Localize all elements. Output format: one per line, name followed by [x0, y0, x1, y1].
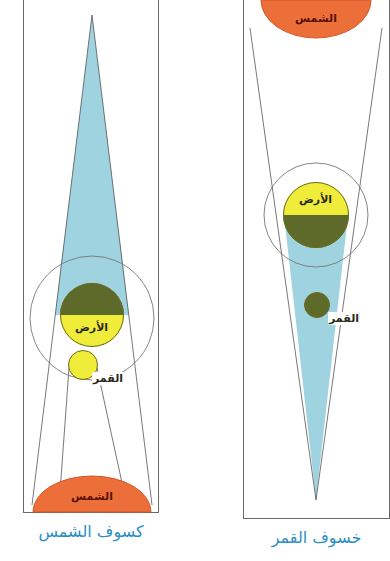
eclipse-caption: كسوف الشمس [38, 522, 143, 542]
earth-half [60, 315, 124, 347]
light-ray [97, 368, 124, 492]
sun-label: الشمس [295, 12, 337, 25]
earth-half [283, 215, 349, 248]
earth-half [283, 182, 349, 215]
sun-shape: الشمس [33, 476, 151, 512]
earth-label: الأرض [75, 321, 108, 334]
orbit-circle [264, 163, 368, 267]
sun-label: الشمس [71, 490, 113, 503]
eclipse-panel: خسوف القمرالشمسالأرضالقمر [244, 0, 389, 518]
moon-circle [304, 292, 330, 318]
earth-circle: الأرض [283, 182, 349, 248]
earth-outline [61, 284, 124, 347]
light-ray [92, 15, 152, 505]
moon-circle: القمر [304, 292, 330, 318]
earth-circle [60, 283, 124, 347]
earth-label: الأرض [299, 193, 332, 206]
eclipse-caption: خسوف القمر [272, 528, 362, 548]
moon-circle: القمر [68, 350, 98, 380]
moon-disc [305, 293, 330, 318]
earth-circle: الأرض [60, 283, 124, 347]
sun-disc [261, 0, 371, 38]
sun-shape: الشمس [261, 0, 371, 38]
eclipse-panel: كسوف الشمسالأرضالقمرالشمس [24, 0, 158, 512]
light-ray [250, 28, 316, 500]
shadow-cone [55, 15, 129, 315]
earth-outline [284, 183, 349, 248]
orbit-circle [30, 256, 154, 380]
light-ray [60, 368, 69, 492]
earth-shadow [284, 215, 348, 500]
light-ray [32, 15, 92, 505]
earth-circle [283, 182, 349, 248]
moon-label: القمر [92, 372, 124, 385]
light-ray [316, 28, 382, 500]
sun-disc [33, 476, 151, 512]
earth-half [60, 283, 124, 315]
moon-label: القمر [328, 312, 360, 325]
